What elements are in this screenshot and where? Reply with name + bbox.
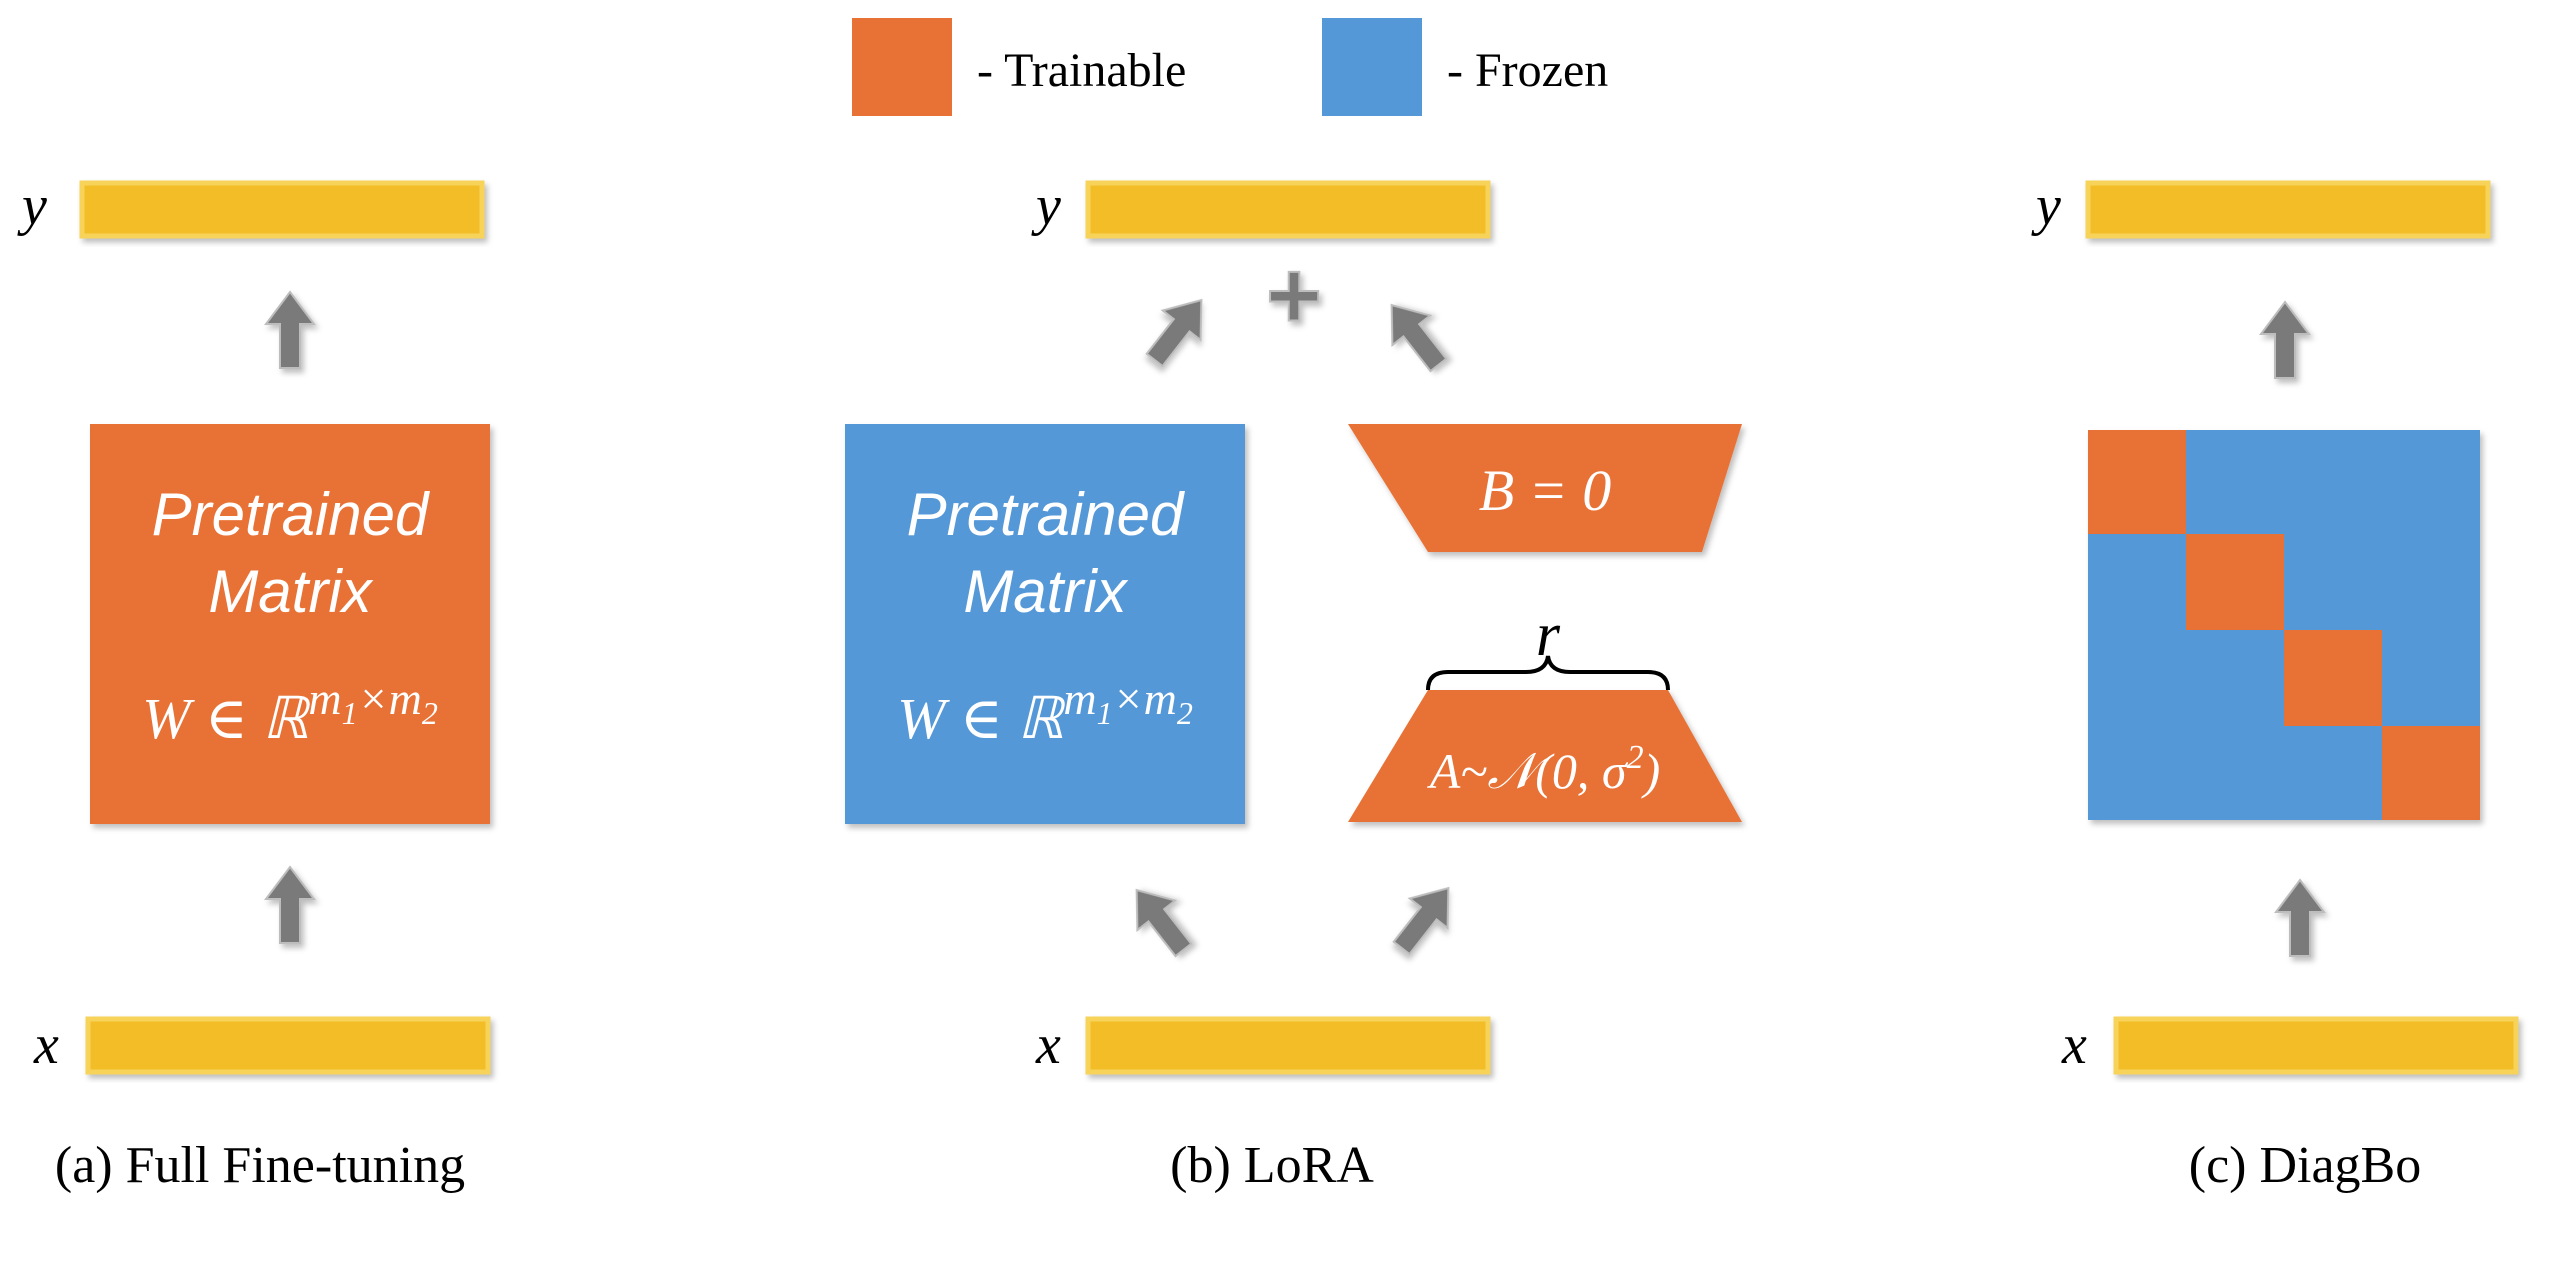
b-matrix-label: B = 0: [1479, 458, 1612, 523]
diagonal-block: [2382, 726, 2480, 820]
pretrained-matrix-trainable: [90, 424, 490, 824]
up-arrow-icon: [265, 866, 315, 944]
up-arrow-icon: [2260, 301, 2310, 379]
diagonal-arrow-icon: [1371, 289, 1459, 381]
input-label-x: x: [2061, 1014, 2087, 1076]
diagonal-arrow-icon: [1116, 874, 1204, 966]
lora-a-matrix: [1348, 690, 1742, 822]
legend-frozen-swatch: [1322, 18, 1422, 116]
output-vector: [79, 180, 485, 239]
diagonal-block: [2088, 430, 2186, 534]
diagonal-arrow-icon: [1134, 284, 1222, 376]
matrix-formula: W ∈ ℝm1×m2: [897, 673, 1193, 751]
output-label-y: y: [2031, 175, 2061, 237]
diagonal-block: [2186, 534, 2284, 630]
pretrained-matrix-frozen: [845, 424, 1245, 824]
matrix-formula: W ∈ ℝm1×m2: [142, 673, 438, 751]
diagonal-block: [2284, 630, 2382, 726]
output-vector: [2085, 180, 2491, 239]
input-vector: [2113, 1016, 2519, 1075]
up-arrow-icon: [265, 291, 315, 369]
panel-lora: y + Pretrained Matrix W ∈ ℝm1×m2 B = 0 r…: [845, 175, 1742, 1194]
matrix-title-line1: Pretrained: [152, 481, 430, 548]
output-vector: [1085, 180, 1491, 239]
caption-diagbo: (c) DiagBo: [2189, 1137, 2421, 1194]
input-label-x: x: [1035, 1014, 1061, 1076]
panel-diagbo: y x (c) DiagBo: [2031, 175, 2519, 1194]
caption-full-fine-tuning: (a) Full Fine-tuning: [55, 1137, 465, 1194]
plus-sign: +: [1266, 242, 1322, 349]
caption-lora: (b) LoRA: [1170, 1137, 1374, 1194]
legend-trainable-label: - Trainable: [977, 44, 1186, 97]
legend-frozen-label: - Frozen: [1447, 44, 1608, 97]
matrix-title-line1: Pretrained: [907, 481, 1185, 548]
legend: - Trainable - Frozen: [852, 18, 1608, 116]
legend-trainable-swatch: [852, 18, 952, 116]
diagonal-arrow-icon: [1381, 872, 1469, 964]
a-matrix-label: A~𝒩(0, σ2): [1427, 739, 1660, 799]
panel-full-fine-tuning: y Pretrained Matrix W ∈ ℝm1×m2 x (a) Ful…: [17, 175, 491, 1194]
matrix-title-line2: Matrix: [963, 558, 1128, 625]
diagbo-matrix: [2088, 430, 2480, 820]
output-label-y: y: [1031, 175, 1061, 237]
rank-brace: [1426, 655, 1670, 691]
input-vector: [1085, 1016, 1491, 1075]
input-vector: [85, 1016, 491, 1075]
up-arrow-icon: [2275, 879, 2325, 957]
lora-b-matrix: [1348, 424, 1742, 552]
matrix-title-line2: Matrix: [208, 558, 373, 625]
input-label-x: x: [33, 1014, 59, 1076]
output-label-y: y: [17, 175, 47, 237]
